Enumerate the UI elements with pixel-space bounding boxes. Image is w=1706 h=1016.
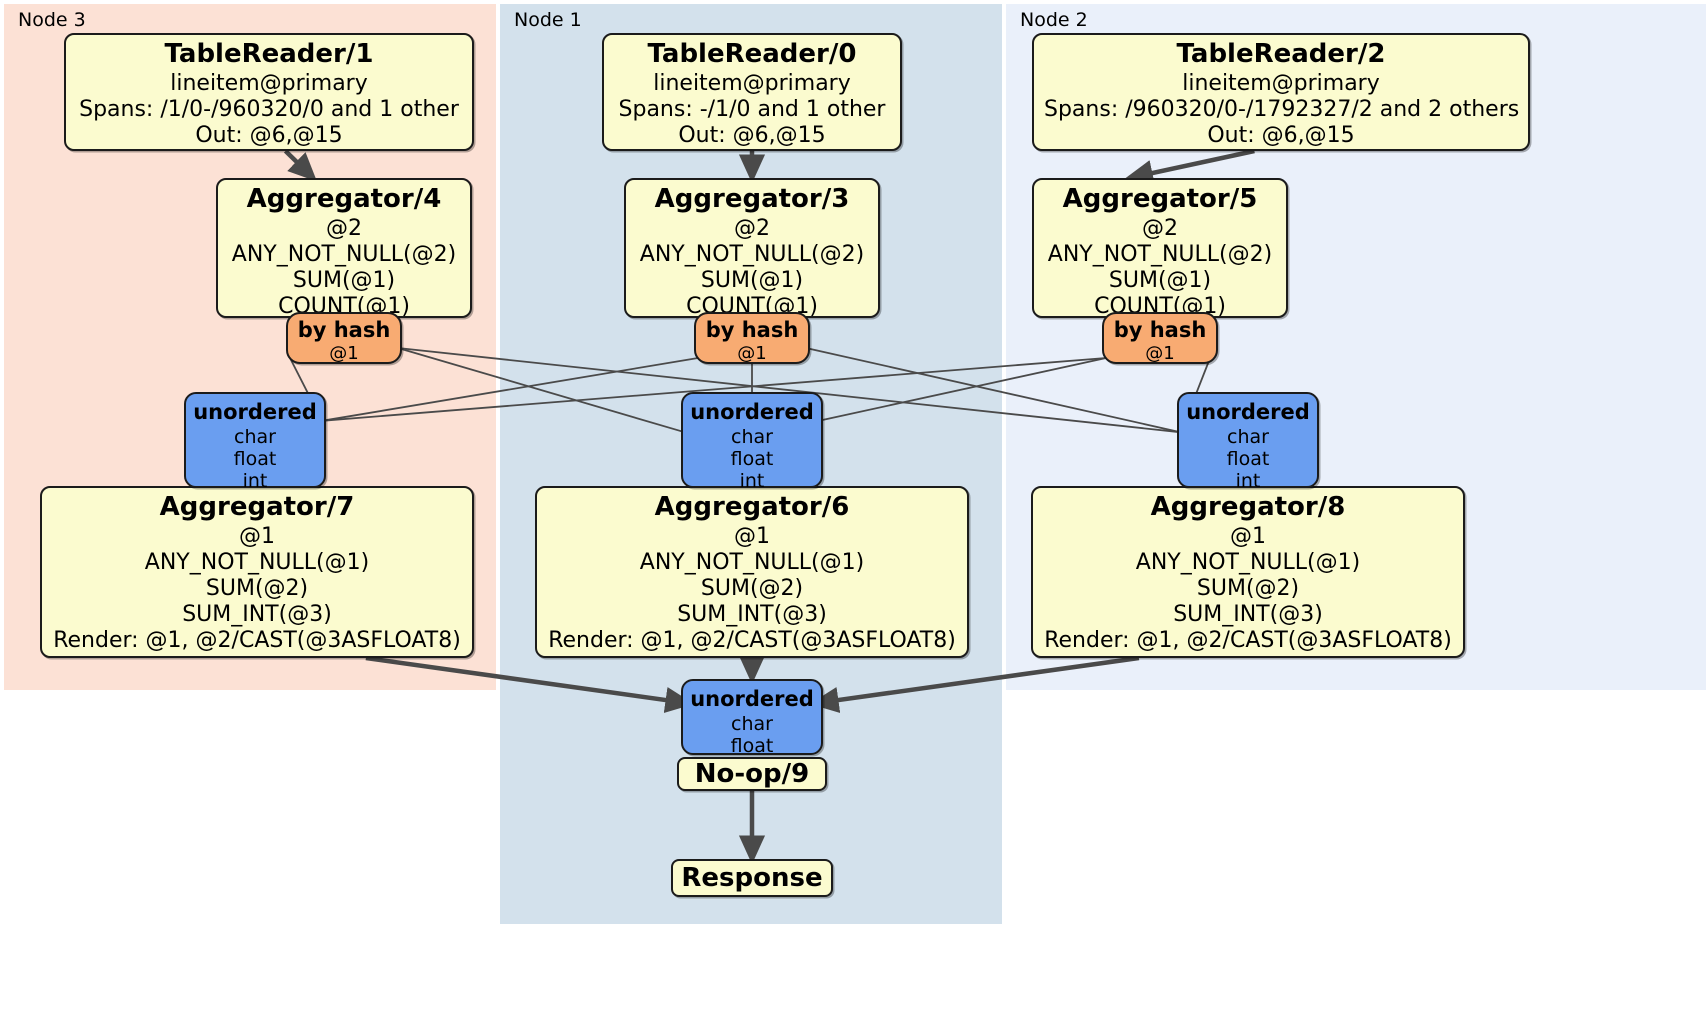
aggregator-8-title: Aggregator/8 bbox=[1150, 492, 1346, 522]
aggregator-7-line: @1 bbox=[239, 523, 275, 549]
response-node[interactable]: Response bbox=[671, 859, 833, 897]
unordered-left-line: float bbox=[233, 448, 277, 471]
no-op-9-node[interactable]: No-op/9 bbox=[677, 757, 827, 791]
aggregator-6-line: SUM_INT(@3) bbox=[677, 601, 827, 627]
aggregator-8-line: SUM_INT(@3) bbox=[1173, 601, 1323, 627]
unordered-middle-line: float bbox=[730, 448, 774, 471]
by-hash-middle-title: by hash bbox=[705, 318, 799, 342]
unordered-left-title: unordered bbox=[193, 400, 317, 424]
aggregator-6-line: @1 bbox=[734, 523, 770, 549]
unordered-right-title: unordered bbox=[1186, 400, 1310, 424]
table-reader-0-line: Spans: -/1/0 and 1 other bbox=[618, 96, 886, 122]
aggregator-8-line: SUM(@2) bbox=[1196, 575, 1300, 601]
table-reader-0-line: Out: @6,@15 bbox=[678, 122, 826, 148]
aggregator-7-line: SUM_INT(@3) bbox=[182, 601, 332, 627]
table-reader-2-line: Spans: /960320/0-/1792327/2 and 2 others bbox=[1044, 96, 1520, 122]
by-hash-right-node[interactable]: by hash@1 bbox=[1102, 312, 1218, 364]
aggregator-6-line: ANY_NOT_NULL(@1) bbox=[639, 549, 865, 575]
aggregator-6-title: Aggregator/6 bbox=[654, 492, 850, 522]
by-hash-right-line: @1 bbox=[1145, 343, 1175, 365]
table-reader-0-line: lineitem@primary bbox=[653, 70, 851, 96]
aggregator-4-line: @2 bbox=[326, 215, 362, 241]
aggregator-7-line: Render: @1, @2/CAST(@3ASFLOAT8) bbox=[53, 627, 461, 653]
table-reader-1-line: lineitem@primary bbox=[170, 70, 368, 96]
aggregator-5-line: ANY_NOT_NULL(@2) bbox=[1047, 241, 1273, 267]
by-hash-left-line: @1 bbox=[329, 343, 359, 365]
aggregator-7-title: Aggregator/7 bbox=[159, 492, 355, 522]
table-reader-1-line: Out: @6,@15 bbox=[195, 122, 343, 148]
aggregator-6-line: Render: @1, @2/CAST(@3ASFLOAT8) bbox=[548, 627, 956, 653]
response-label: Response bbox=[681, 863, 823, 893]
aggregator-4-line: ANY_NOT_NULL(@2) bbox=[231, 241, 457, 267]
aggregator-4-title: Aggregator/4 bbox=[246, 184, 442, 214]
unordered-middle-line: int bbox=[739, 470, 765, 493]
aggregator-5-title: Aggregator/5 bbox=[1062, 184, 1258, 214]
unordered-final-title: unordered bbox=[690, 687, 814, 711]
aggregator-8-line: @1 bbox=[1230, 523, 1266, 549]
aggregator-3-line: @2 bbox=[734, 215, 770, 241]
unordered-left-line: int bbox=[242, 470, 268, 493]
aggregator-6-line: SUM(@2) bbox=[700, 575, 804, 601]
aggregator-7-line: SUM(@2) bbox=[205, 575, 309, 601]
table-reader-1-title: TableReader/1 bbox=[164, 39, 374, 69]
node-panel-label-node2: Node 2 bbox=[1020, 9, 1088, 31]
table-reader-1-line: Spans: /1/0-/960320/0 and 1 other bbox=[79, 96, 459, 122]
unordered-middle-line: char bbox=[731, 425, 773, 448]
node-panel-label-node3: Node 3 bbox=[18, 9, 86, 31]
aggregator-8-line: ANY_NOT_NULL(@1) bbox=[1135, 549, 1361, 575]
aggregator-3-line: ANY_NOT_NULL(@2) bbox=[639, 241, 865, 267]
unordered-right-line: float bbox=[1226, 448, 1270, 471]
unordered-middle-title: unordered bbox=[690, 400, 814, 424]
by-hash-middle-node[interactable]: by hash@1 bbox=[694, 312, 810, 364]
node-panel-label-node1: Node 1 bbox=[514, 9, 582, 31]
unordered-final-line: char bbox=[731, 712, 773, 735]
unordered-left-line: char bbox=[234, 425, 276, 448]
aggregator-5-line: SUM(@1) bbox=[1108, 267, 1212, 293]
by-hash-left-title: by hash bbox=[297, 318, 391, 342]
unordered-right-line: char bbox=[1227, 425, 1269, 448]
by-hash-left-node[interactable]: by hash@1 bbox=[286, 312, 402, 364]
by-hash-right-title: by hash bbox=[1113, 318, 1207, 342]
aggregator-5-line: @2 bbox=[1142, 215, 1178, 241]
table-reader-2-line: lineitem@primary bbox=[1182, 70, 1380, 96]
by-hash-middle-line: @1 bbox=[737, 343, 767, 365]
table-reader-0-title: TableReader/0 bbox=[647, 39, 857, 69]
no-op-9-label: No-op/9 bbox=[694, 759, 810, 789]
aggregator-3-line: SUM(@1) bbox=[700, 267, 804, 293]
aggregator-7-line: ANY_NOT_NULL(@1) bbox=[144, 549, 370, 575]
unordered-final-line: float bbox=[730, 735, 774, 758]
aggregator-8-line: Render: @1, @2/CAST(@3ASFLOAT8) bbox=[1044, 627, 1452, 653]
aggregator-3-title: Aggregator/3 bbox=[654, 184, 850, 214]
unordered-right-line: int bbox=[1235, 470, 1261, 493]
aggregator-4-line: SUM(@1) bbox=[292, 267, 396, 293]
table-reader-2-line: Out: @6,@15 bbox=[1207, 122, 1355, 148]
table-reader-2-title: TableReader/2 bbox=[1176, 39, 1386, 69]
